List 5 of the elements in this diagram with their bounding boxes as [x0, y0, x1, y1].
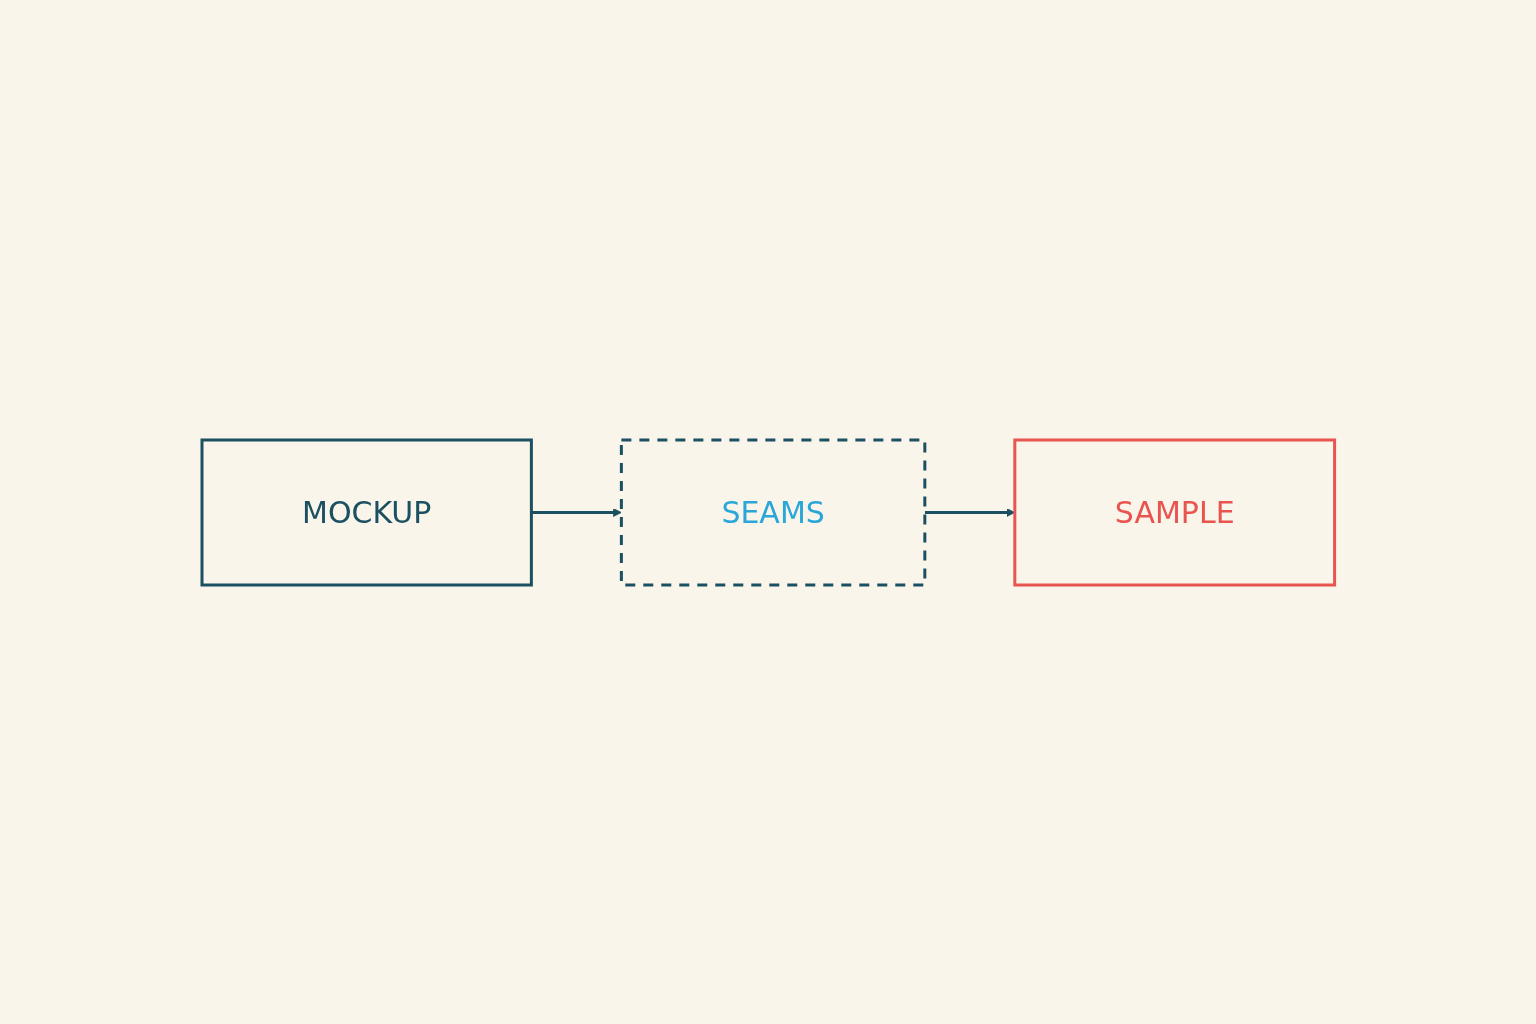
node-box: MOCKUP [200, 438, 533, 586]
arrow [531, 507, 622, 517]
arrow [924, 507, 1015, 517]
node-box: SEAMS [619, 438, 927, 586]
node-box: SAMPLE [1013, 438, 1336, 586]
